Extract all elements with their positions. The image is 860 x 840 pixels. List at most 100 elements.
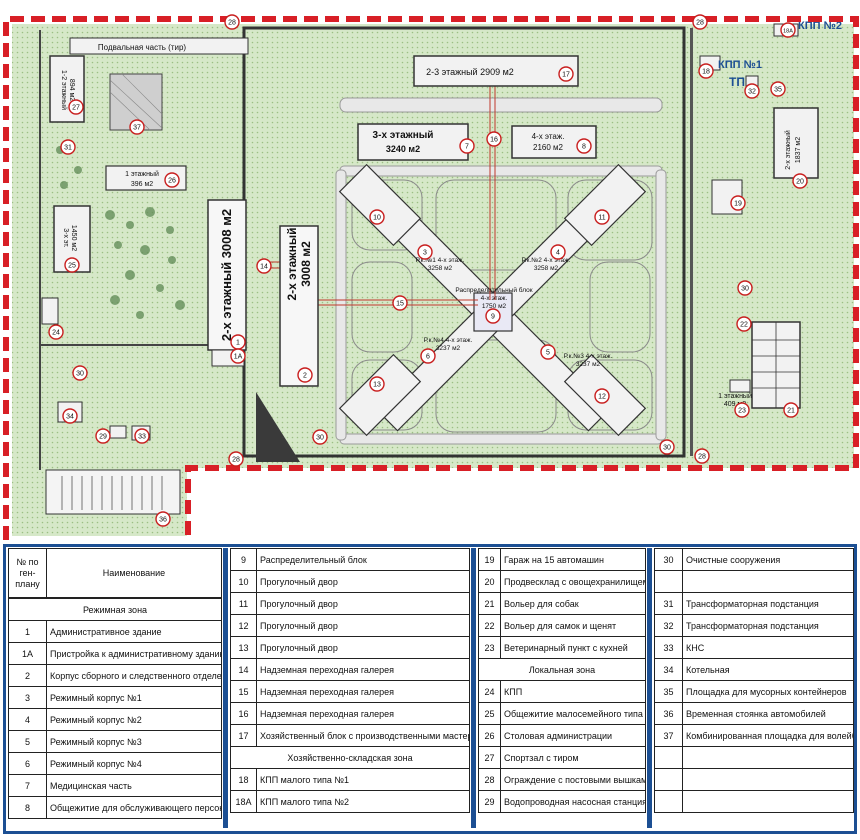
- marker-circle: [486, 131, 502, 147]
- legend-zone-row: Локальная зона: [478, 658, 646, 681]
- marker-circle: [692, 14, 708, 30]
- marker-circle: [736, 316, 752, 332]
- legend-zone-title: Режимная зона: [8, 598, 222, 621]
- legend-row-number: 10: [230, 570, 257, 593]
- legend-frame: [3, 544, 857, 834]
- legend-row-name: Корпус сборного и следственного отделени…: [46, 664, 222, 687]
- building-7-label-1: 3-х этажный: [373, 130, 434, 141]
- marker-circle: [224, 14, 240, 30]
- legend-row-name: [682, 790, 854, 813]
- legend-row-number: 37: [654, 724, 683, 747]
- building-17-label: 2-3 этажный 2909 м2: [426, 67, 514, 77]
- marker-number: 36: [159, 517, 167, 524]
- legend-row-name: Общежитие для обслуживающего персонала: [46, 796, 222, 819]
- plan-marker-6: 6: [420, 348, 436, 364]
- legend-row-name: Режимный корпус №4: [46, 752, 222, 775]
- plan-marker-14: 14: [256, 258, 272, 274]
- marker-number: 30: [76, 371, 84, 378]
- plan-marker-24: 24: [48, 324, 64, 340]
- legend-row-number: 32: [654, 614, 683, 637]
- marker-number: 8: [582, 144, 586, 151]
- building-3-label-1: Р.к.№1 4-х этаж.: [416, 257, 465, 264]
- building-5-label-2: 3237 м2: [576, 361, 601, 368]
- marker-circle: [576, 138, 592, 154]
- marker-circle: [68, 99, 84, 115]
- marker-number: 4: [556, 250, 560, 257]
- plan-marker-18А: 18А: [780, 22, 796, 38]
- legend-row-name: Режимный корпус №1: [46, 686, 222, 709]
- marker-number: 25: [68, 263, 76, 270]
- marker-number: 28: [228, 20, 236, 27]
- legend-row-number: 33: [654, 636, 683, 659]
- legend-zone-row: Хозяйственно-складская зона: [230, 746, 470, 769]
- building-9-label-3: 1750 м2: [482, 303, 507, 310]
- legend-divider: [471, 548, 476, 828]
- legend-row-name: Хозяйственный блок с производственными м…: [256, 724, 470, 747]
- marker-number: 20: [796, 179, 804, 186]
- plan-marker-25: 25: [64, 257, 80, 273]
- building-23: [729, 379, 751, 393]
- legend-row-name: [682, 570, 854, 593]
- legend-row-name: Надземная переходная галерея: [256, 658, 470, 681]
- legend-row: [654, 746, 854, 769]
- building-26-label-1: 1 этажный: [125, 170, 159, 178]
- marker-circle: [95, 428, 111, 444]
- plan-marker-32: 32: [744, 83, 760, 99]
- marker-circle: [540, 344, 556, 360]
- site-plan-drawing: 2-3 этажный 2909 м2 3-х этажный 3240 м2 …: [3, 14, 859, 540]
- plan-marker-30: 30: [312, 429, 328, 445]
- marker-circle: [698, 63, 714, 79]
- building-4-label-2: 3258 м2: [534, 265, 559, 272]
- legend-row-name: Гараж на 15 автомашин: [500, 548, 646, 571]
- plan-marker-34: 34: [62, 408, 78, 424]
- marker-circle: [392, 295, 408, 311]
- kpp2-label: КПП №2: [798, 20, 842, 32]
- plan-marker-5: 5: [540, 344, 556, 360]
- plan-marker-20: 20: [792, 173, 808, 189]
- legend-row-name: КПП: [500, 680, 646, 703]
- marker-circle: [155, 511, 171, 527]
- plan-marker-30: 30: [737, 280, 753, 296]
- plan-marker-28: 28: [228, 451, 244, 467]
- plan-marker-23: 23: [734, 402, 750, 418]
- plan-marker-31: 31: [60, 139, 76, 155]
- plan-marker-12: 12: [594, 388, 610, 404]
- legend-row-name: Пристройка к административному зданию: [46, 642, 222, 665]
- legend-row-name: [682, 746, 854, 769]
- plan-marker-11: 11: [594, 209, 610, 225]
- legend-row-number: 1: [8, 620, 47, 643]
- marker-circle: [369, 209, 385, 225]
- legend-row-name: Очистные сооружения: [682, 548, 854, 571]
- legend-row-name: Надземная переходная галерея: [256, 680, 470, 703]
- plan-marker-1А: 1А: [230, 348, 246, 364]
- building-7: [357, 123, 469, 161]
- legend-row-number: 31: [654, 592, 683, 615]
- legend-row-name: Вольер для собак: [500, 592, 646, 615]
- legend-row-number: 26: [478, 724, 501, 747]
- marker-circle: [228, 451, 244, 467]
- legend-row-name: Спортзал с тиром: [500, 746, 646, 769]
- marker-circle: [594, 388, 610, 404]
- marker-number: 17: [562, 72, 570, 79]
- legend-row-number: 1А: [8, 642, 47, 665]
- plan-marker-27: 27: [68, 99, 84, 115]
- plan-marker-30: 30: [72, 365, 88, 381]
- marker-number: 37: [133, 125, 141, 132]
- marker-number: 13: [373, 382, 381, 389]
- regime-zone-paths: [335, 97, 667, 445]
